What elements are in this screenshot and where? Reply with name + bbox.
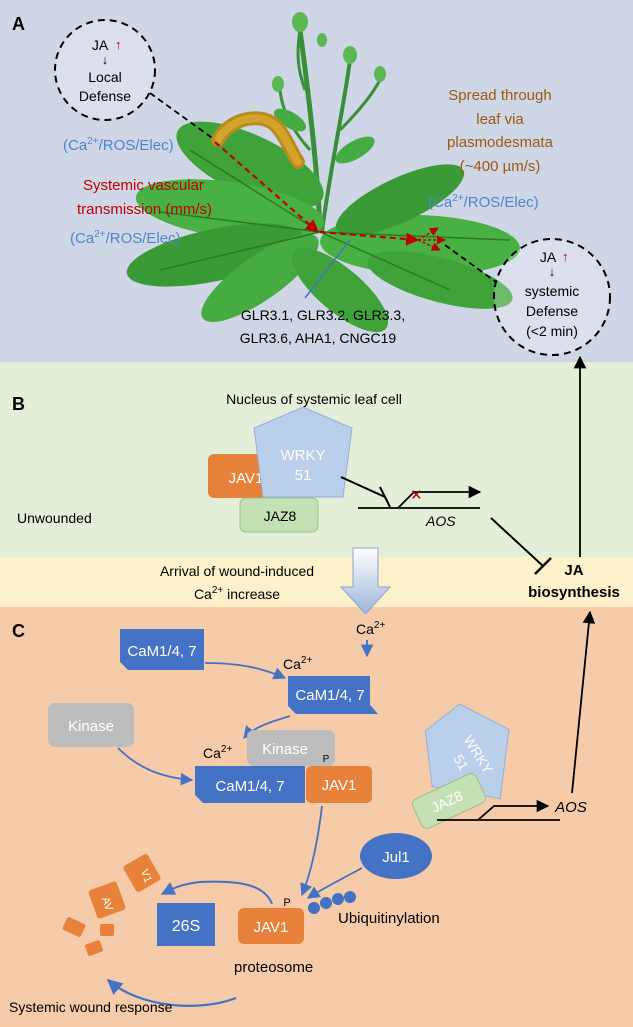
proteasome-recruit-arrow	[160, 880, 273, 905]
jul1-label: Jul1	[382, 849, 410, 866]
cam-to-complex-arrow	[243, 715, 291, 739]
panel-c-letter: C	[12, 621, 25, 641]
jul1-arrow	[306, 867, 363, 899]
wrky-num-c: 51	[450, 752, 472, 774]
down-arrow-icon: ↓	[549, 264, 556, 279]
systemic-ja-label: JA	[540, 249, 557, 265]
local-ja-label: JA	[92, 37, 109, 53]
systemic-wound-response-label: Systemic wound response	[9, 999, 173, 1015]
jul1-ellipse	[360, 833, 432, 879]
gene-list-2: GLR3.6, AHA1, CNGC19	[240, 330, 397, 346]
kinase-p-label: Kinase	[262, 741, 308, 758]
kinase-to-complex-arrow	[117, 747, 194, 786]
kinase-label: Kinase	[68, 718, 114, 735]
kinase-phospho-label: P	[323, 754, 330, 765]
cam-box-3	[195, 766, 305, 803]
aos-label-c: AOS	[554, 799, 587, 816]
panel-a-letter: A	[12, 14, 25, 34]
systemic-timing-label: (<2 min)	[526, 323, 578, 339]
aos-label-b: AOS	[425, 513, 456, 529]
panel-b-letter: B	[12, 394, 25, 414]
ja-label: JA	[564, 562, 583, 579]
vascular-transmission-arrow	[214, 141, 319, 233]
wound-arrival-big-arrow	[339, 547, 392, 615]
degradation-arrow	[106, 978, 237, 1007]
systemic-spread-arrow	[319, 230, 420, 246]
biosynthesis-label: biosynthesis	[528, 584, 620, 601]
proteasome-26s-label: 26S	[172, 918, 200, 935]
wrky-num-b: 51	[295, 467, 312, 484]
plant-illustration	[126, 12, 520, 333]
gene-pointer-line	[304, 239, 351, 299]
jav1-label-b: JAV1	[229, 470, 264, 487]
signal-label-local: (Ca2+/ROS/Elec)	[63, 136, 174, 154]
cam-box-1	[120, 629, 204, 670]
cam-label-2: CaM1/4, 7	[295, 687, 364, 704]
spread-label-3: plasmodesmata	[447, 134, 554, 151]
gene-list-1: GLR3.1, GLR3.2, GLR3.3,	[241, 307, 405, 323]
jav1-box-c	[306, 766, 372, 803]
proteasome-label: proteosome	[234, 959, 313, 976]
jaz8-label-b: JAZ8	[264, 508, 297, 524]
degraded-jav1-fragments: AV V1	[62, 854, 161, 956]
signal-label-right: (Ca2+/ROS/Elec)	[428, 193, 539, 211]
red-up-arrow-icon: ↑	[115, 37, 122, 52]
local-defense-label: Defense	[79, 88, 131, 104]
spread-label-4: (~400 µm/s)	[460, 158, 541, 175]
svg-text:V1: V1	[138, 868, 154, 885]
cam-box-2	[288, 676, 378, 714]
jav1-box-ub	[238, 908, 304, 944]
local-label: Local	[88, 69, 121, 85]
wrky51-pentagon-b	[253, 406, 353, 498]
wrky-label-b: WRKY	[281, 447, 326, 464]
aos-to-ja-inhibition	[490, 517, 544, 567]
cam-label-3: CaM1/4, 7	[215, 778, 284, 795]
jav1-phospho-label: P	[283, 897, 290, 909]
jaz8-box-b	[239, 497, 319, 533]
blocked-transcription-icon: ✕	[410, 487, 423, 504]
aos-promoter-arrow-b	[397, 485, 482, 509]
ubiquitin-chain	[308, 891, 356, 914]
ca-label-top: Ca2+	[356, 620, 385, 637]
systemic-defense-circle	[493, 238, 611, 356]
aos-to-ja-arrow	[571, 610, 596, 794]
vascular-label-2: transmission (mm/s)	[77, 201, 212, 218]
aos-promoter-arrow-c	[477, 799, 550, 821]
ca-label-3: Ca2+	[203, 744, 232, 761]
jav1-label-ub: JAV1	[254, 919, 289, 936]
svg-text:AV: AV	[99, 895, 115, 913]
systemic-defense-label: Defense	[526, 303, 578, 319]
kinase-box-p	[247, 730, 335, 766]
arrival-label-2: Ca2+ increase	[194, 585, 280, 602]
jaz8-box-c	[411, 773, 487, 829]
transition-band-background	[0, 557, 633, 607]
ubiquitinylation-label: Ubiquitinylation	[338, 910, 440, 927]
panel-b-title: Nucleus of systemic leaf cell	[226, 391, 402, 407]
arrival-label-1: Arrival of wound-induced	[160, 563, 314, 579]
plasmodesmata-spread-arrows	[417, 227, 446, 251]
proteasome-26s-box	[157, 903, 215, 946]
jav1-label-c: JAV1	[322, 777, 357, 794]
ca-label-2: Ca2+	[283, 655, 312, 672]
down-arrow-icon: ↓	[102, 52, 109, 67]
signal-label-vascular: (Ca2+/ROS/Elec)	[70, 229, 181, 247]
systemic-label: systemic	[525, 283, 579, 299]
local-defense-circle	[54, 19, 156, 121]
wrky-repression-arrow	[340, 476, 386, 498]
cam-bind-arrow	[204, 662, 287, 680]
kinase-box	[48, 703, 134, 747]
spread-label-2: leaf via	[476, 111, 524, 128]
spread-label-1: Spread through	[448, 87, 551, 104]
cam-label-1: CaM1/4, 7	[127, 643, 196, 660]
vascular-label-1: Systemic vascular	[83, 177, 204, 194]
unwounded-label: Unwounded	[17, 510, 92, 526]
panel-c-background	[0, 607, 633, 1027]
jav1-to-ubiquitin-arrow	[300, 805, 323, 897]
red-up-arrow-icon: ↑	[562, 249, 569, 264]
